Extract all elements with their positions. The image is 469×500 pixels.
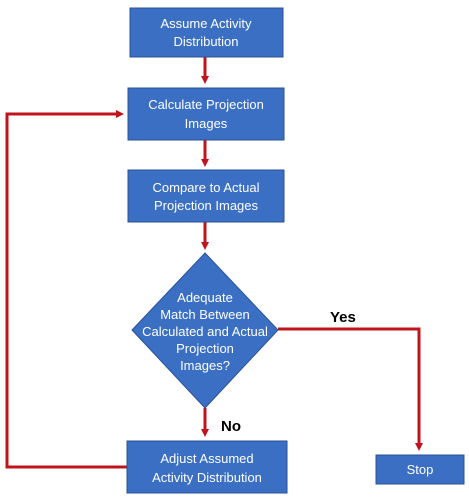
node-decision-line3: Calculated and Actual [142, 324, 268, 339]
node-decision-match-diamond [131, 252, 279, 409]
node-compare-actual: Compare to Actual Projection Images [127, 169, 285, 223]
node-compare-actual-line2: Projection Images [154, 198, 259, 213]
node-decision-match: Adequate Match Between Calculated and Ac… [131, 252, 279, 409]
arrow-adjust-loop-to-calculate [5, 110, 127, 469]
node-calculate-projection-line1: Calculate Projection [148, 97, 264, 112]
node-stop-label: Stop [407, 462, 434, 477]
node-compare-actual-box [127, 169, 285, 223]
node-stop-box [375, 454, 465, 485]
node-assume-activity-line1: Assume Activity [160, 16, 252, 31]
connectors [5, 57, 423, 469]
node-assume-activity-box [129, 7, 284, 58]
node-compare-actual-line1: Compare to Actual [153, 180, 260, 195]
node-decision-line4: Projection [176, 341, 234, 356]
node-calculate-projection-line2: Images [185, 116, 228, 131]
node-assume-activity-line2: Distribution [173, 34, 238, 49]
node-decision-line5: Images? [180, 358, 230, 373]
node-adjust-assumed-box [126, 440, 288, 494]
node-decision-line1: Adequate [177, 290, 233, 305]
node-assume-activity: Assume Activity Distribution [129, 7, 284, 58]
edge-label-no: No [221, 418, 241, 435]
node-adjust-assumed-line2: Activity Distribution [152, 470, 262, 485]
node-calculate-projection-box [127, 87, 285, 141]
node-stop: Stop [375, 454, 465, 485]
arrow-decision-to-stop [278, 327, 423, 451]
node-decision-line2: Match Between [160, 307, 250, 322]
node-adjust-assumed-line1: Adjust Assumed [160, 451, 253, 466]
edge-label-yes: Yes [330, 309, 356, 326]
node-calculate-projection: Calculate Projection Images [127, 87, 285, 141]
node-adjust-assumed: Adjust Assumed Activity Distribution [126, 440, 288, 494]
